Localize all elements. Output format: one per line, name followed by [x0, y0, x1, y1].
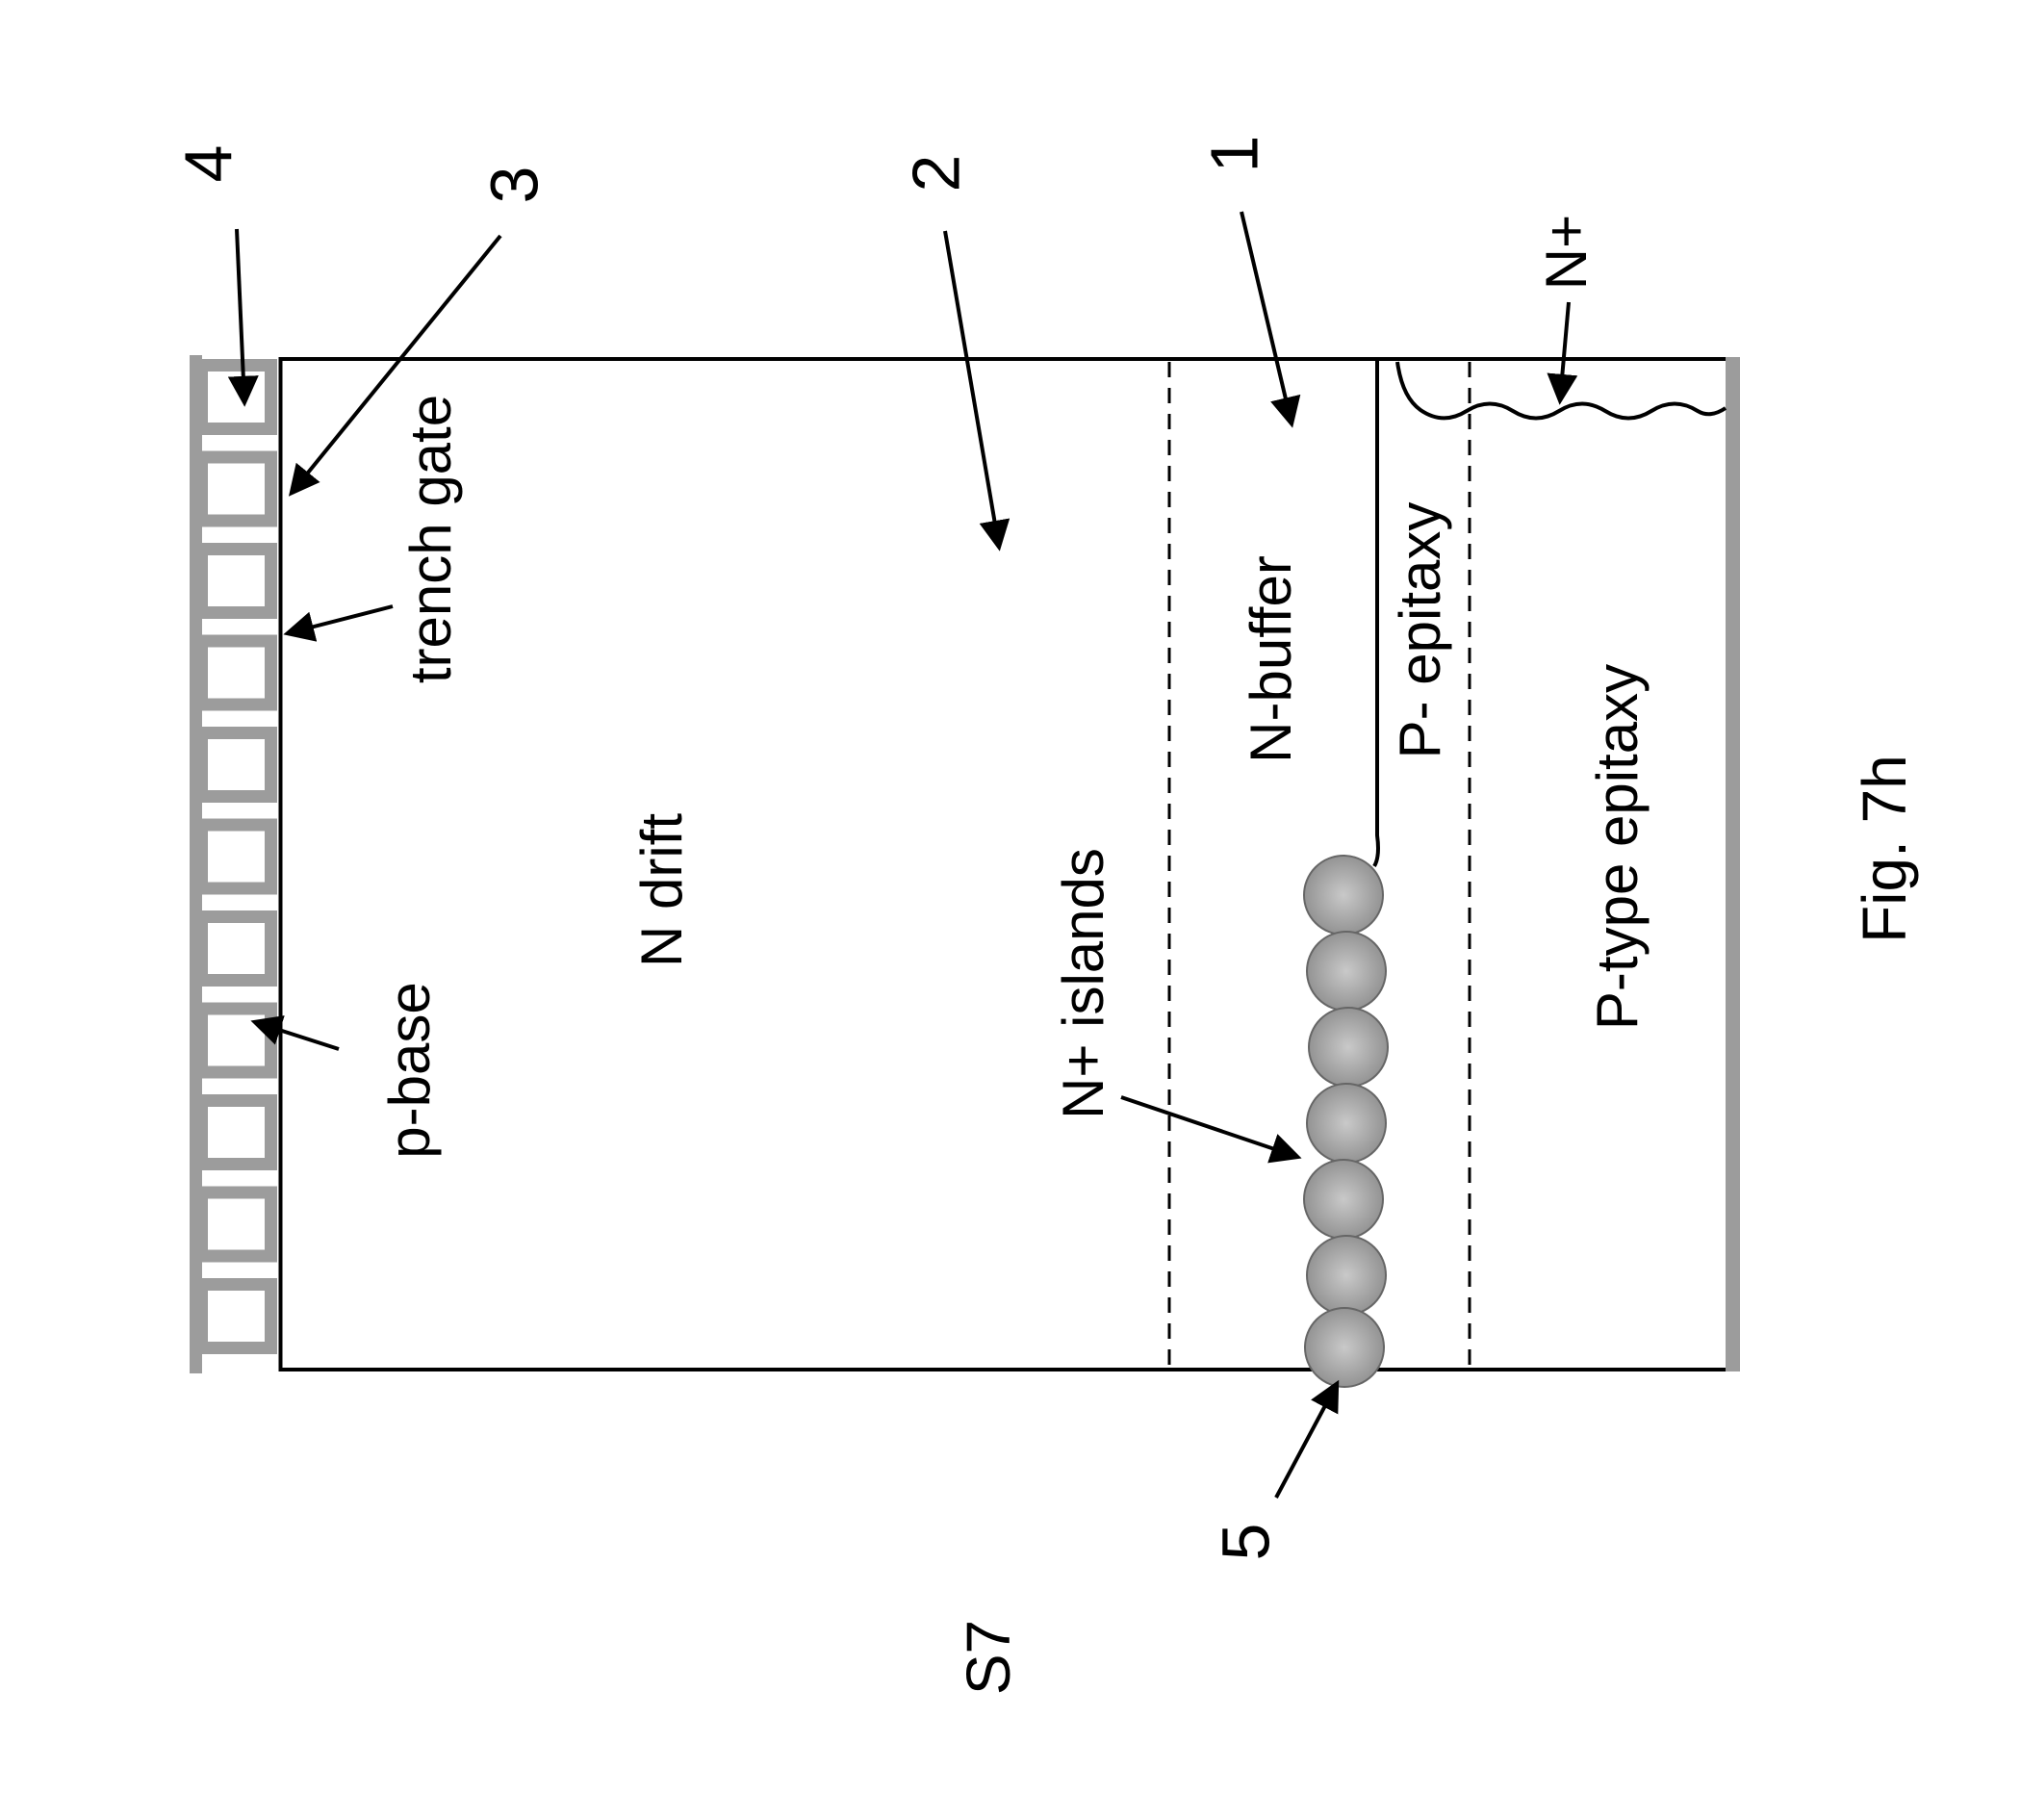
ref-numeral-4: 4: [170, 145, 245, 183]
nplus-island: [1304, 1307, 1385, 1388]
device-outline: [278, 357, 1739, 1371]
nplus-island: [1306, 931, 1387, 1012]
device-cross-section: [190, 355, 1740, 1388]
nplus-wavy-boundary: [1395, 361, 1727, 421]
nplus-island: [1306, 1235, 1387, 1316]
p-base-label: p-base: [377, 982, 442, 1158]
trench-gate-arrow: [283, 604, 394, 642]
trench-gate-cell: [195, 1002, 277, 1079]
trench-gate-cell: [195, 359, 277, 435]
p-epitaxy-label: P- epitaxy: [1388, 502, 1452, 759]
ref-5-arrow: [1274, 1379, 1340, 1499]
trench-gate-cell: [195, 910, 277, 987]
nplus-arrow: [1547, 301, 1578, 405]
step-label: S7: [954, 1620, 1023, 1695]
p-type-epitaxy-label: P-type epitaxy: [1585, 664, 1650, 1030]
trench-gate-cell: [195, 1278, 277, 1354]
trench-gate-ladder: [190, 355, 277, 1373]
nplus-island: [1303, 1159, 1384, 1240]
nplus-islands-arrow: [1120, 1095, 1302, 1164]
annotations: 4 3 2 1 5 trench gate p-base N drift N+ …: [170, 136, 1918, 1696]
n-drift-label: N drift: [629, 813, 694, 967]
trench-gate-label: trench gate: [398, 395, 463, 683]
ref-numeral-3: 3: [476, 167, 551, 204]
ref-numeral-5: 5: [1208, 1524, 1283, 1561]
ref-3-arrow: [288, 234, 502, 497]
figure-caption: Fig. 7h: [1850, 755, 1919, 943]
ref-2-arrow: [943, 230, 1010, 551]
ref-numeral-2: 2: [898, 155, 973, 192]
nplus-island: [1303, 855, 1384, 936]
trench-gate-cell: [195, 543, 277, 619]
trench-gate-cell: [195, 1094, 277, 1170]
ref-numeral-1: 1: [1196, 136, 1271, 173]
trench-gate-cell: [195, 818, 277, 895]
nbuffer-pepitaxy-boundary: [1372, 359, 1380, 868]
trench-gate-cell: [195, 727, 277, 803]
nplus-islands: [1303, 855, 1389, 1388]
trench-gate-cell: [195, 450, 277, 527]
trench-gate-cell: [195, 1186, 277, 1263]
p-base-arrow: [250, 1015, 340, 1051]
nplus-island: [1306, 1083, 1387, 1164]
nplus-islands-label: N+ islands: [1051, 848, 1115, 1119]
trench-gate-cell: [195, 634, 277, 711]
nplus-island: [1308, 1007, 1389, 1088]
n-buffer-label: N-buffer: [1239, 555, 1303, 763]
backside-edge: [1726, 357, 1740, 1371]
nplus-label: N+: [1534, 215, 1599, 290]
ref-4-arrow: [227, 228, 259, 407]
ref-1-arrow: [1240, 211, 1301, 428]
